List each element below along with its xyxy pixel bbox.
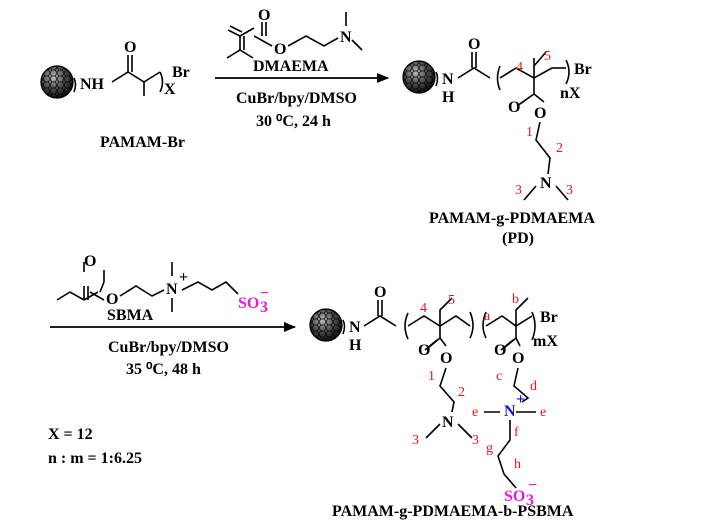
pd-label-3b: 3	[566, 183, 573, 198]
pamam-br-structure: NH O X Br	[40, 39, 190, 99]
prod-n-amine: N	[442, 414, 454, 431]
step2-catalyst: CuBr/bpy/DMSO	[108, 339, 229, 356]
prod-o3: O	[440, 350, 452, 367]
product-structure: N H O mX Br 4 5 a b O O N 1 2 3 3 O O	[309, 284, 558, 509]
prod-br: Br	[540, 309, 558, 326]
dmaema-monomer-structure: O O N	[226, 7, 363, 59]
prod-label-g: g	[486, 441, 493, 456]
intermediate-abbrev: (PD)	[502, 230, 534, 247]
prod-o5: O	[512, 350, 524, 367]
prod-label-e2: e	[540, 405, 546, 420]
x-value: X = 12	[48, 426, 93, 443]
prod-n: N	[349, 319, 361, 336]
pd-o2: O	[508, 99, 520, 116]
atom-x: X	[164, 81, 176, 98]
sbma-plus: +	[179, 269, 188, 286]
sbma-so3-sup: −	[260, 285, 269, 302]
prod-label-a: a	[484, 309, 491, 324]
pamam-sphere-icon	[309, 308, 343, 342]
prod-n-plus: N	[504, 403, 516, 420]
atom-nh: NH	[80, 76, 105, 93]
pd-nx: nX	[560, 85, 581, 102]
sbma-o2: O	[106, 291, 118, 308]
pd-br: Br	[574, 61, 592, 78]
pamam-sphere-icon	[402, 60, 436, 94]
prod-label-c: c	[496, 369, 502, 384]
prod-label-h: h	[514, 457, 521, 472]
pd-structure: N H O nX Br O O N 4 5 1 2 3 3	[402, 36, 592, 201]
pd-label-5: 5	[544, 49, 551, 64]
intermediate-name: PAMAM-g-PDMAEMA	[429, 210, 595, 227]
prod-label-3b: 3	[472, 433, 479, 448]
dmaema-o1: O	[258, 7, 270, 24]
prod-o4: O	[494, 342, 506, 359]
prod-so3-sup: −	[528, 477, 537, 494]
product-name: PAMAM-g-PDMAEMA-b-PSBMA	[332, 503, 574, 520]
pd-label-3a: 3	[515, 183, 522, 198]
prod-so3-sub: 3	[526, 492, 534, 509]
start-material-label: PAMAM-Br	[100, 134, 185, 151]
sbma-o1: O	[84, 253, 96, 270]
pd-h: H	[442, 89, 455, 106]
prod-label-2: 2	[458, 385, 465, 400]
pd-label-4: 4	[516, 60, 523, 75]
prod-so3: SO	[504, 488, 525, 505]
prod-label-d: d	[530, 379, 537, 394]
atom-o: O	[124, 39, 136, 56]
prod-h: H	[349, 337, 362, 354]
pd-n: N	[442, 71, 454, 88]
prod-label-1: 1	[428, 369, 435, 384]
pd-label-1: 1	[526, 125, 533, 140]
sbma-so3: SO	[238, 295, 259, 312]
sbma-monomer-structure: O O N + SO 3 −	[56, 253, 269, 316]
prod-label-3a: 3	[412, 433, 419, 448]
prod-plus: +	[516, 391, 525, 408]
prod-label-5: 5	[448, 293, 455, 308]
prod-o2: O	[418, 342, 430, 359]
sbma-so3-sub: 3	[260, 299, 268, 316]
step1-monomer: DMAEMA	[253, 58, 329, 75]
pamam-sphere-icon	[40, 65, 74, 99]
dmaema-o2: O	[274, 41, 286, 58]
pd-n-amine: N	[540, 175, 552, 192]
step2-conditions: 35 ⁰C, 48 h	[126, 361, 201, 378]
step1-conditions: 30 ⁰C, 24 h	[256, 113, 331, 130]
pd-label-2: 2	[556, 141, 563, 156]
prod-label-e1: e	[472, 405, 478, 420]
nm-ratio: n : m = 1:6.25	[48, 450, 142, 467]
prod-label-b: b	[512, 292, 519, 307]
sbma-n: N	[166, 281, 178, 298]
step1-catalyst: CuBr/bpy/DMSO	[236, 90, 357, 107]
step2-monomer: SBMA	[107, 307, 154, 324]
dmaema-n: N	[340, 29, 352, 46]
prod-label-f: f	[514, 425, 519, 440]
prod-label-4: 4	[420, 301, 427, 316]
atom-br: Br	[172, 64, 190, 81]
prod-mx: mX	[533, 333, 558, 350]
prod-o1: O	[374, 284, 386, 301]
pd-o3: O	[534, 105, 546, 122]
pd-o1: O	[468, 36, 480, 53]
